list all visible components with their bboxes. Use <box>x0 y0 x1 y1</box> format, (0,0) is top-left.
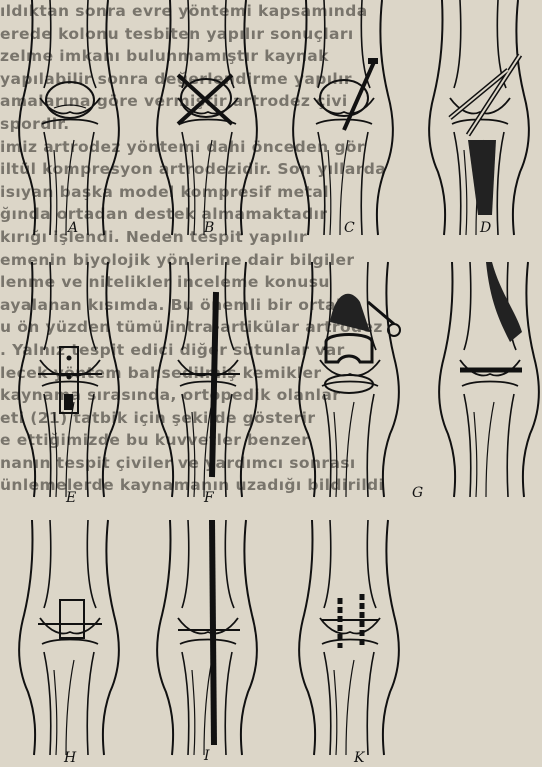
panel-C-caption: C <box>344 220 355 236</box>
panel-D: D <box>429 0 529 236</box>
panel-F-caption: F <box>203 490 215 506</box>
panel-G-caption: G <box>412 485 423 501</box>
panel-H-caption: H <box>63 750 77 766</box>
panel-A-caption: A <box>66 220 78 236</box>
panel-I: I <box>157 520 257 764</box>
panel-A: A <box>19 0 119 236</box>
panel-I-caption: I <box>203 748 210 764</box>
panel-E-caption: E <box>65 490 76 506</box>
panel-B-caption: B <box>203 220 214 236</box>
panel-B: B <box>157 0 257 236</box>
panel-H: H <box>19 520 119 766</box>
panel-E: E <box>19 262 119 506</box>
panel-F: F <box>157 262 257 506</box>
panel-D-caption: D <box>479 220 491 236</box>
panel-C: C <box>293 0 393 236</box>
panel-K: K <box>299 520 399 766</box>
panel-G: G <box>299 262 423 501</box>
panel-G2 <box>439 262 539 497</box>
panel-K-caption: K <box>353 750 366 766</box>
